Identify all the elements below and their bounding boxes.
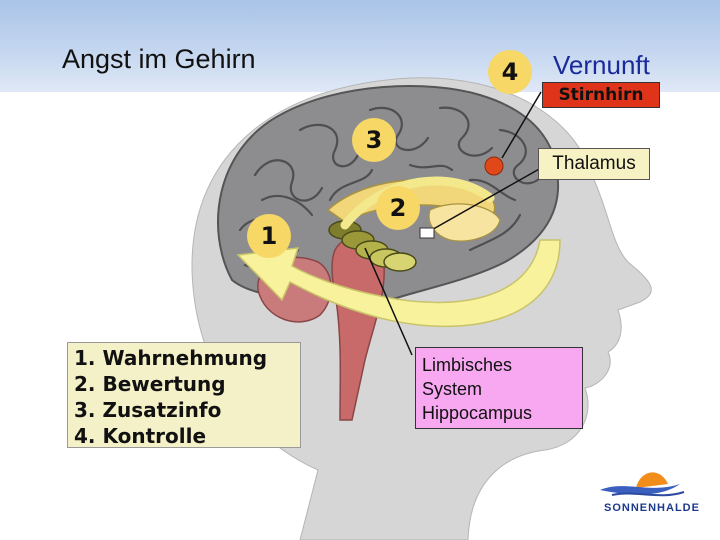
signal-arrow	[236, 239, 561, 328]
marker-3: 3	[352, 118, 396, 162]
step-item: 4. Kontrolle	[74, 424, 207, 448]
thalamus-region	[428, 203, 501, 242]
limbic-coils	[328, 220, 417, 272]
limbic-line: System	[422, 379, 483, 399]
sonnenhalde-logo	[600, 472, 685, 497]
step-item: 3. Zusatzinfo	[74, 398, 222, 422]
limbic-line: Limbisches	[422, 355, 513, 375]
thalamus-marker	[419, 227, 435, 239]
label-thalamus: Thalamus	[538, 148, 650, 180]
connector-lines	[364, 91, 542, 356]
label-vernunft: Vernunft	[553, 50, 650, 80]
title-band	[0, 0, 720, 92]
limbic-system-box: Limbisches System Hippocampus	[415, 347, 583, 429]
marker-4: 4	[488, 50, 532, 94]
inner-arc	[340, 176, 495, 230]
step-item: 2. Bewertung	[74, 372, 226, 396]
page-title: Angst im Gehirn	[62, 44, 256, 74]
logo-text: SONNENHALDE	[604, 502, 700, 514]
marker-1: 1	[247, 214, 291, 258]
marker-2: 2	[376, 186, 420, 230]
limbic-line: Hippocampus	[422, 403, 533, 423]
step-item: 1. Wahrnehmung	[74, 346, 268, 370]
stirnhirn-dot	[484, 156, 504, 176]
steps-box: 1. Wahrnehmung 2. Bewertung 3. Zusatzinf…	[67, 342, 301, 448]
label-stirnhirn: Stirnhirn	[542, 82, 660, 108]
